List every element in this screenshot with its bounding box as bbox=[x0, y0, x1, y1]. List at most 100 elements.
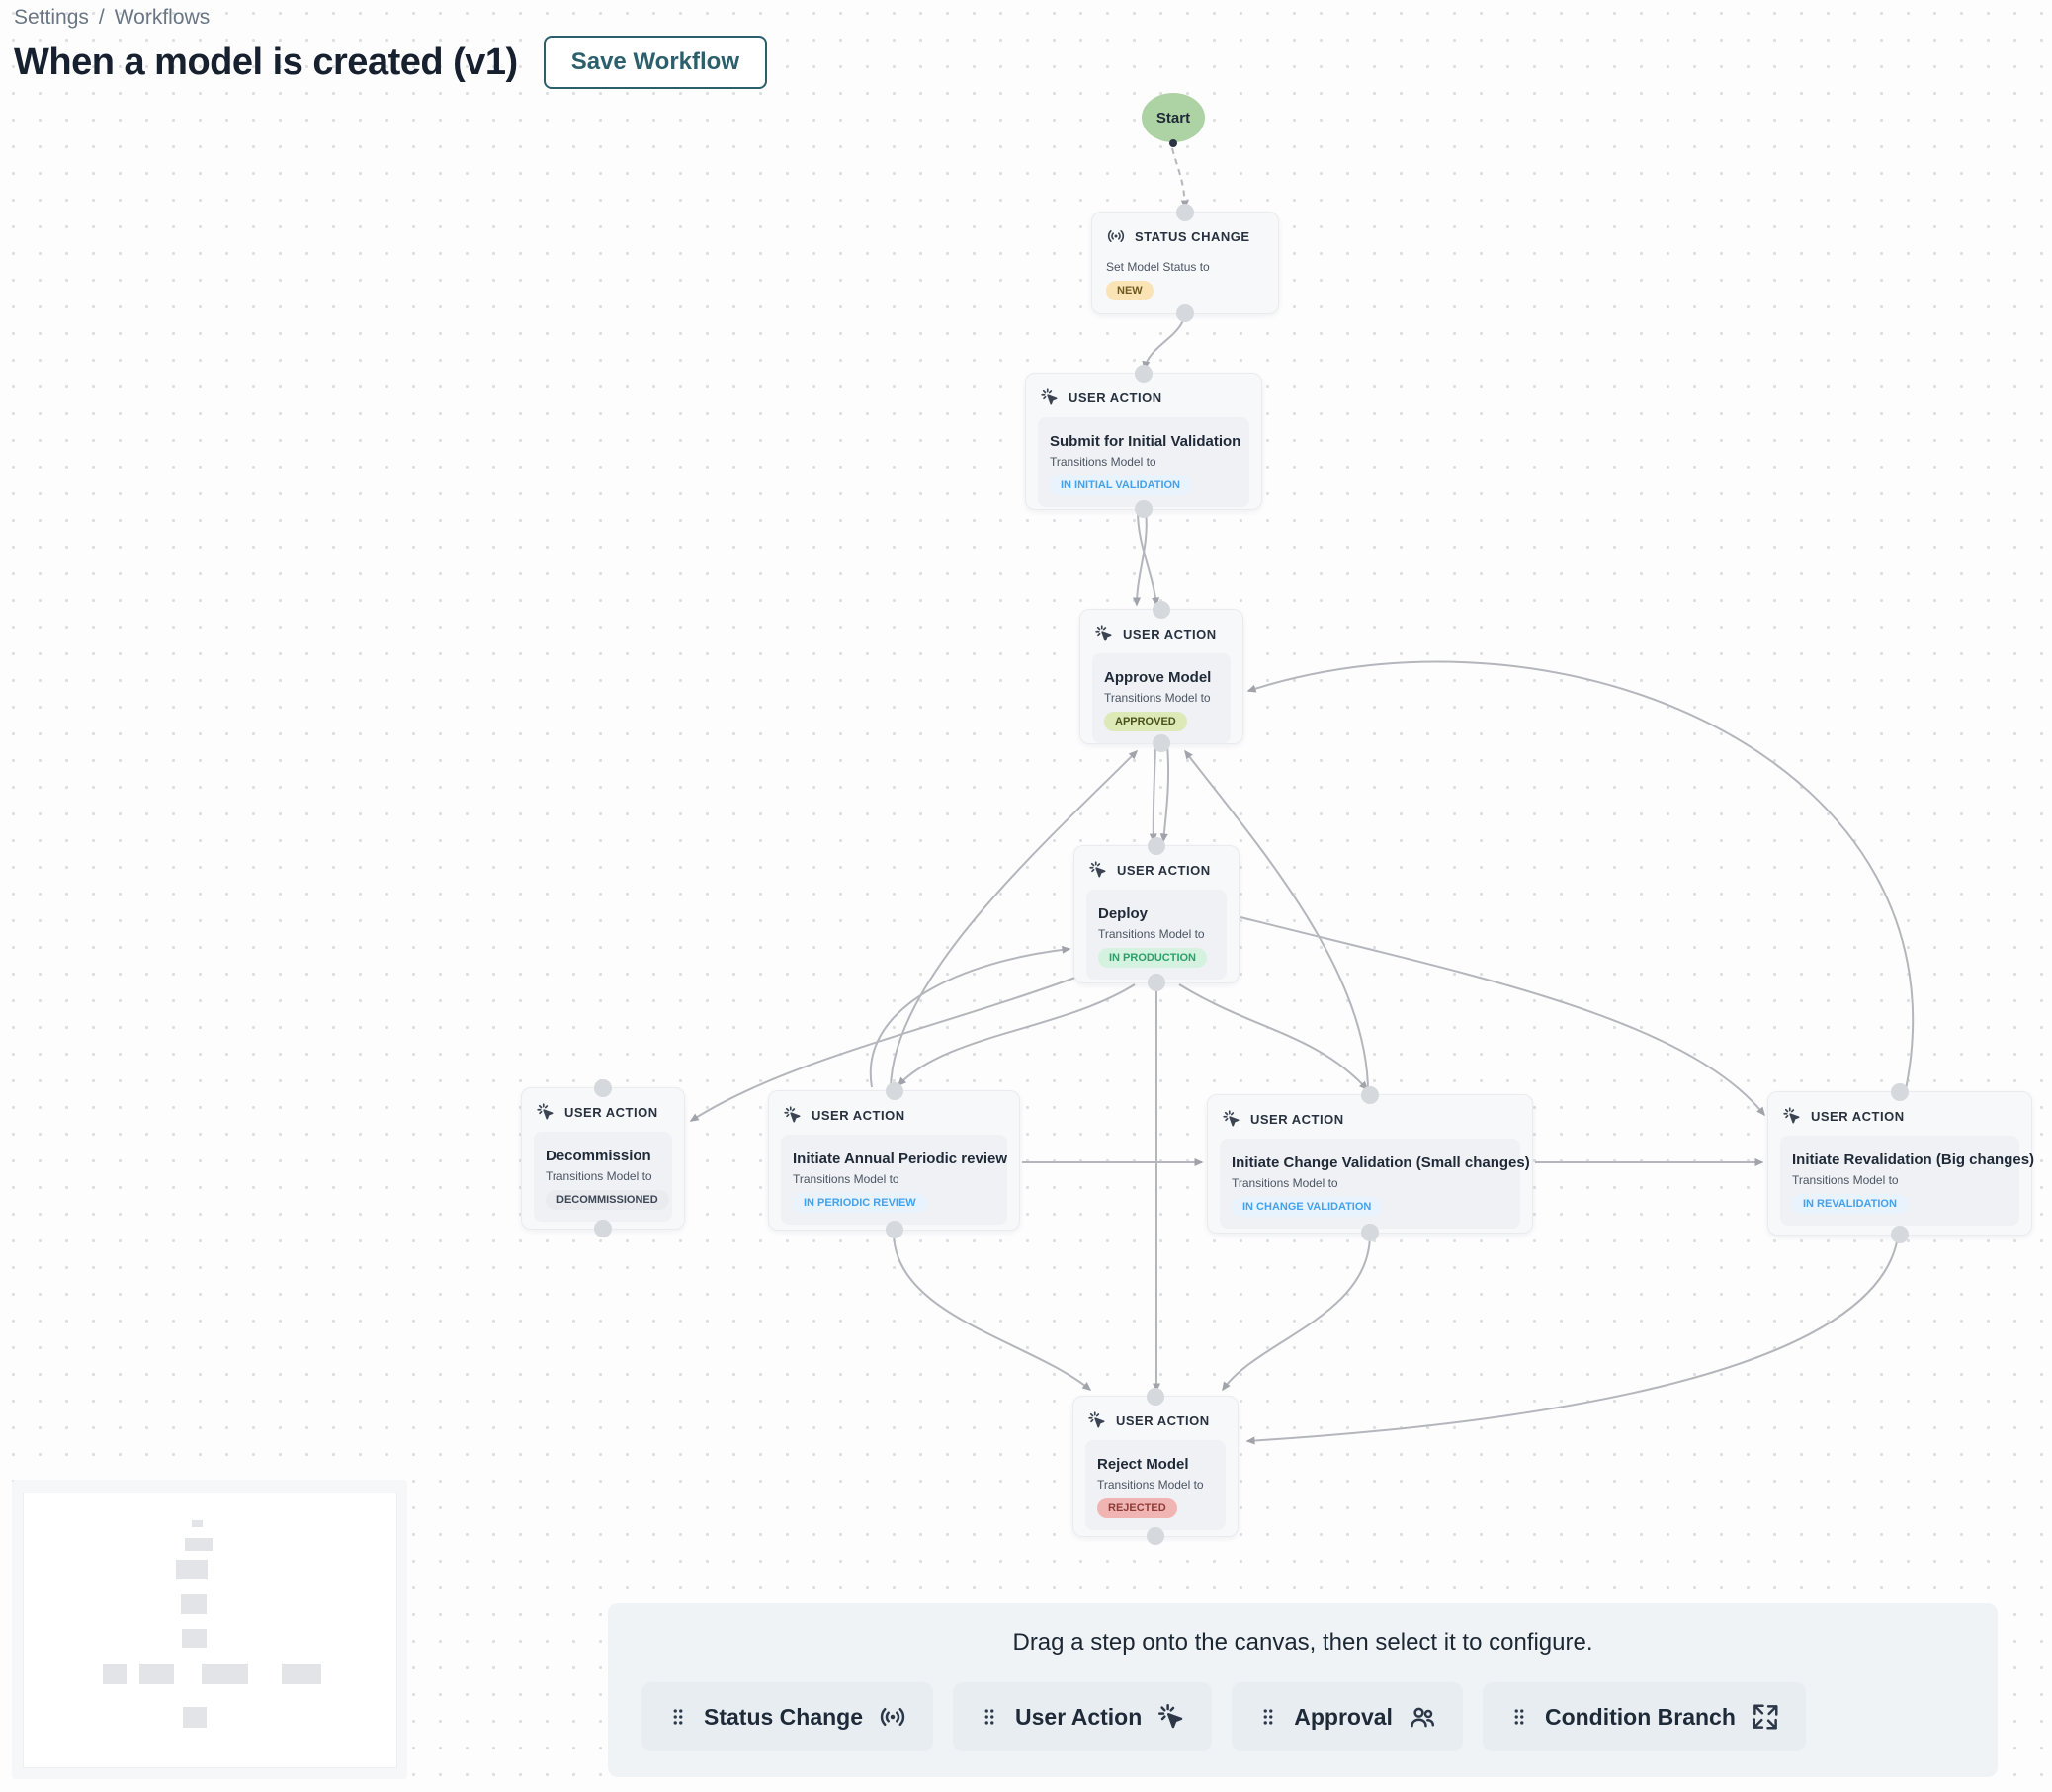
node-subtitle: Transitions Model to bbox=[1792, 1173, 1899, 1187]
node-body: Initiate Change Validation (Small change… bbox=[1220, 1139, 1530, 1229]
node-title: Reject Model bbox=[1097, 1456, 1189, 1473]
edge-deploy-to-initiate-annual-periodic-review bbox=[897, 983, 1136, 1087]
breadcrumb-workflows[interactable]: Workflows bbox=[114, 6, 211, 29]
node-handle-bottom[interactable] bbox=[1148, 974, 1165, 991]
edge-deploy-to-initiate-revalidation bbox=[1240, 916, 1765, 1117]
status-badge: REJECTED bbox=[1097, 1498, 1177, 1518]
edge-approve-model-to-deploy bbox=[1159, 744, 1170, 843]
broadcast-icon bbox=[878, 1702, 907, 1732]
node-initiate-annual-periodic-review[interactable]: USER ACTION Initiate Annual Periodic revi… bbox=[768, 1082, 1020, 1238]
node-type-label: USER ACTION bbox=[1123, 626, 1217, 641]
node-subtitle: Set Model Status to bbox=[1106, 260, 1210, 274]
node-title: Initiate Revalidation (Big changes) bbox=[1792, 1152, 2035, 1168]
node-subtitle: Transitions Model to bbox=[1232, 1176, 1338, 1190]
drag-handle-icon bbox=[1257, 1702, 1279, 1732]
minimap-node bbox=[139, 1664, 174, 1684]
node-handle-bottom[interactable] bbox=[1153, 734, 1170, 752]
breadcrumb-settings[interactable]: Settings bbox=[14, 6, 89, 29]
palette-item-user-action[interactable]: User Action bbox=[953, 1682, 1213, 1751]
node-handle-top[interactable] bbox=[1153, 601, 1170, 619]
minimap-node bbox=[182, 1629, 207, 1648]
page-title: When a model is created (v1) bbox=[14, 41, 518, 83]
minimap-viewport bbox=[23, 1493, 397, 1768]
node-initiate-change-validation[interactable]: USER ACTION Initiate Change Validation (S… bbox=[1207, 1086, 1533, 1241]
palette-item-label: Status Change bbox=[704, 1703, 864, 1730]
node-handle-top[interactable] bbox=[1361, 1086, 1379, 1104]
edge-submit-initial-validation-to-approve-model bbox=[1133, 510, 1148, 607]
page-header: Settings / Workflows When a model is cre… bbox=[14, 6, 767, 89]
node-start[interactable]: Start bbox=[1142, 93, 1205, 142]
node-title: Deploy bbox=[1098, 905, 1149, 922]
palette-item-status-change[interactable]: Status Change bbox=[641, 1682, 934, 1751]
node-handle-bottom[interactable] bbox=[1147, 1527, 1164, 1545]
minimap-node bbox=[181, 1594, 207, 1614]
node-handle-bottom[interactable] bbox=[1361, 1224, 1379, 1241]
node-type-label: USER ACTION bbox=[812, 1107, 905, 1123]
node-subtitle: Transitions Model to bbox=[1104, 691, 1211, 705]
node-title: Approve Model bbox=[1104, 669, 1212, 686]
breadcrumb-separator: / bbox=[98, 6, 105, 29]
node-handle-bottom[interactable] bbox=[594, 1220, 612, 1237]
cursor-click-icon bbox=[783, 1105, 803, 1125]
node-handle-top[interactable] bbox=[1891, 1083, 1909, 1101]
save-workflow-button[interactable]: Save Workflow bbox=[543, 36, 767, 89]
cursor-click-icon bbox=[1087, 1410, 1107, 1430]
start-label: Start bbox=[1155, 109, 1191, 127]
minimap-node bbox=[183, 1707, 207, 1728]
minimap-node bbox=[185, 1538, 213, 1551]
node-handle-top[interactable] bbox=[1176, 204, 1194, 221]
node-type-label: USER ACTION bbox=[564, 1104, 658, 1120]
node-handle-start[interactable] bbox=[1169, 139, 1177, 147]
palette-item-label: User Action bbox=[1015, 1703, 1143, 1730]
edge-deploy-to-initiate-change-validation bbox=[1178, 983, 1369, 1091]
edge-initiate-revalidation-to-approve-model bbox=[1246, 660, 1914, 1090]
palette-instruction: Drag a step onto the canvas, then select… bbox=[1012, 1629, 1593, 1656]
palette-item-approval[interactable]: Approval bbox=[1232, 1682, 1463, 1751]
node-subtitle: Transitions Model to bbox=[1098, 927, 1205, 941]
palette-item-label: Condition Branch bbox=[1544, 1703, 1736, 1730]
status-badge: DECOMMISSIONED bbox=[546, 1190, 669, 1210]
cursor-click-icon bbox=[1040, 387, 1060, 407]
node-type-label: USER ACTION bbox=[1117, 862, 1211, 878]
node-type-label: USER ACTION bbox=[1250, 1111, 1344, 1127]
drag-handle-icon bbox=[667, 1702, 689, 1732]
palette-item-condition-branch[interactable]: Condition Branch bbox=[1482, 1682, 1806, 1751]
node-handle-top[interactable] bbox=[594, 1079, 612, 1097]
cursor-click-icon bbox=[536, 1102, 556, 1122]
node-handle-top[interactable] bbox=[885, 1082, 903, 1100]
status-badge: IN PRODUCTION bbox=[1098, 948, 1207, 968]
edge-initiate-annual-periodic-review-to-deploy bbox=[869, 945, 1071, 1088]
drag-handle-icon bbox=[1508, 1702, 1530, 1732]
node-handle-bottom[interactable] bbox=[1135, 500, 1153, 518]
node-handle-top[interactable] bbox=[1135, 365, 1153, 383]
node-handle-bottom[interactable] bbox=[1176, 304, 1194, 322]
node-handle-top[interactable] bbox=[1148, 837, 1165, 855]
node-type-label: USER ACTION bbox=[1116, 1412, 1210, 1428]
expand-icon bbox=[1751, 1702, 1780, 1732]
status-badge: IN INITIAL VALIDATION bbox=[1050, 475, 1191, 495]
edge-start-to-status-change bbox=[1171, 147, 1189, 210]
cursor-click-icon bbox=[1156, 1702, 1186, 1732]
edge-initiate-revalidation-to-reject-model bbox=[1245, 1236, 1899, 1445]
node-handle-bottom[interactable] bbox=[1891, 1226, 1909, 1243]
node-handle-top[interactable] bbox=[1147, 1388, 1164, 1406]
minimap[interactable] bbox=[12, 1480, 407, 1779]
edge-initiate-annual-periodic-review-to-reject-model bbox=[893, 1231, 1092, 1391]
status-badge: APPROVED bbox=[1104, 712, 1187, 731]
cursor-click-icon bbox=[1782, 1106, 1802, 1126]
minimap-node bbox=[192, 1520, 203, 1527]
node-title: Initiate Change Validation (Small change… bbox=[1232, 1154, 1530, 1171]
node-subtitle: Transitions Model to bbox=[1097, 1478, 1204, 1492]
node-handle-bottom[interactable] bbox=[885, 1221, 903, 1238]
